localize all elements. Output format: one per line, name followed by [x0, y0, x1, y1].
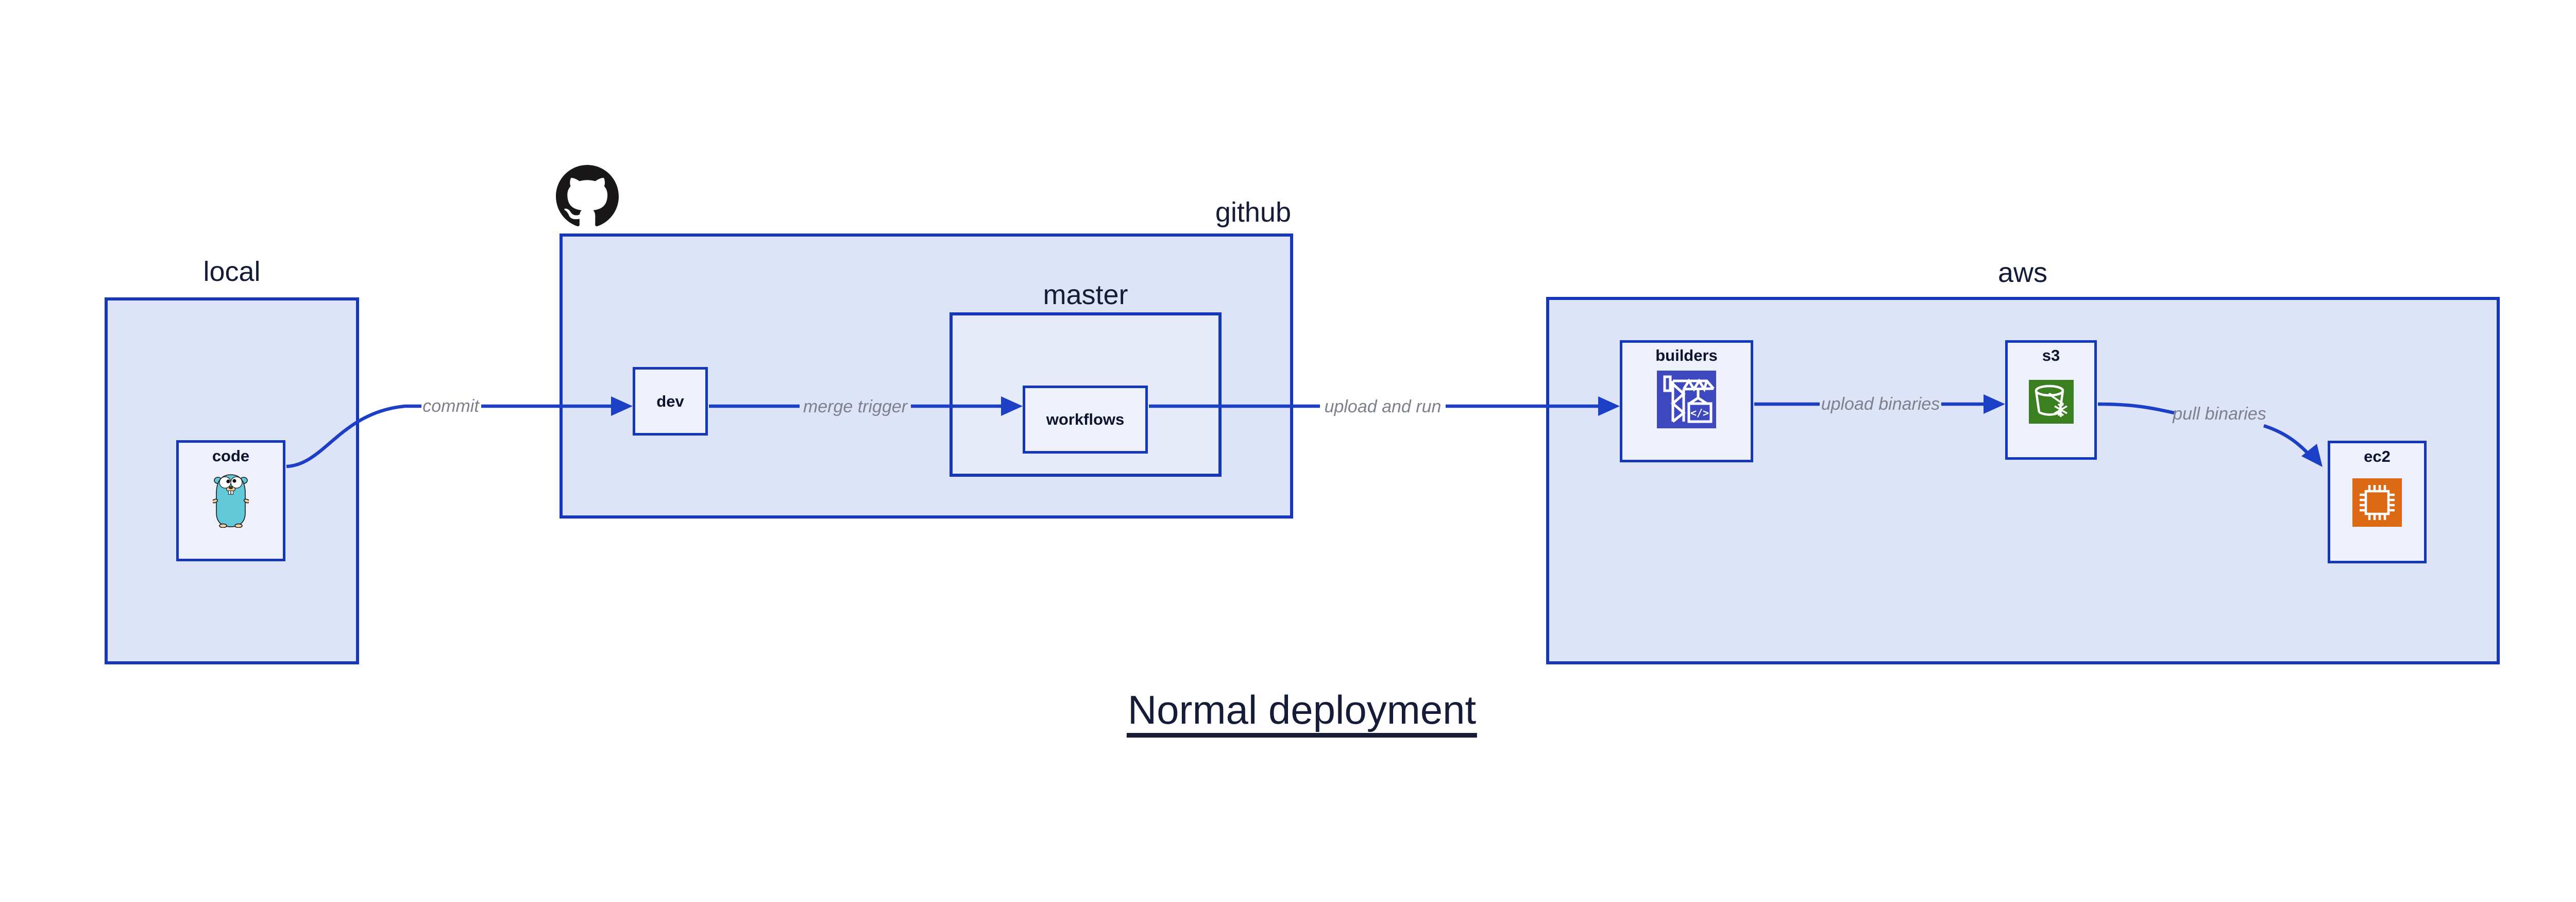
edge-label-commit: commit — [422, 396, 480, 416]
node-code: code — [176, 440, 285, 561]
container-local-label: local — [203, 256, 261, 287]
node-dev: dev — [633, 367, 708, 436]
node-builders-label: builders — [1655, 346, 1718, 364]
node-workflows: workflows — [1023, 386, 1148, 454]
svg-text:</>: </> — [1690, 407, 1709, 419]
node-workflows-label: workflows — [1046, 410, 1125, 429]
container-master-label: master — [1043, 279, 1128, 310]
node-code-label: code — [212, 447, 250, 465]
diagram-title: Normal deployment — [1126, 690, 1478, 738]
ec2-chip-icon — [2352, 478, 2402, 527]
node-builders: builders </> — [1620, 340, 1753, 462]
container-github-label: github — [1215, 197, 1291, 228]
octocat-icon — [556, 165, 619, 228]
node-s3: s3 — [2005, 340, 2097, 460]
s3-bucket-icon — [2028, 379, 2074, 424]
codebuild-crane-icon: </> — [1657, 370, 1716, 428]
node-dev-label: dev — [656, 392, 684, 410]
edge-label-upload-and-run: upload and run — [1325, 397, 1442, 416]
go-gopher-icon — [213, 474, 249, 528]
node-ec2-label: ec2 — [2364, 447, 2391, 465]
container-aws-label: aws — [1997, 257, 2048, 288]
node-ec2: ec2 — [2328, 441, 2427, 563]
node-s3-label: s3 — [2042, 346, 2060, 364]
